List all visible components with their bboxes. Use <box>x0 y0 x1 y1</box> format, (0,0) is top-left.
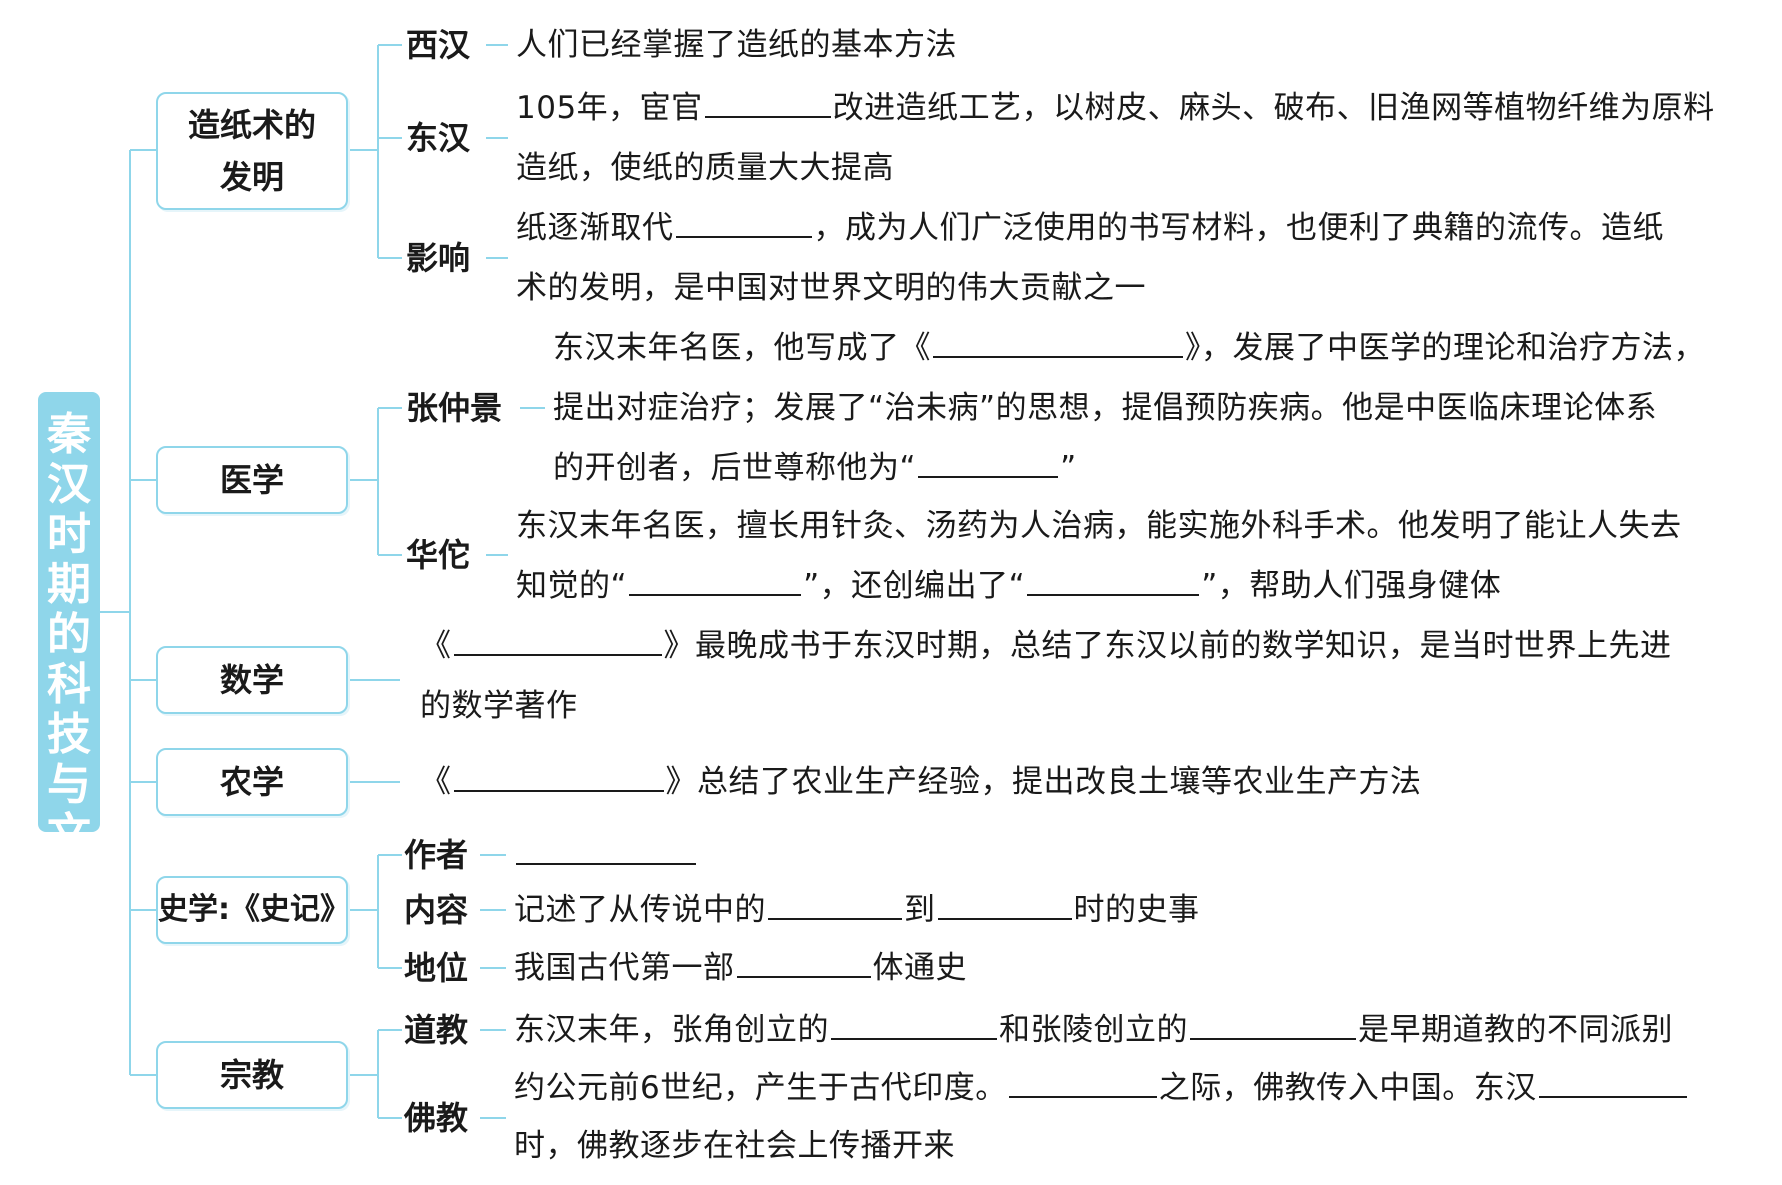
blank-field[interactable] <box>1008 1068 1157 1098</box>
text-hua-line1: 东汉末年名医，擅长用针灸、汤药为人治病，能实施外科手术。他发明了能让人失去 <box>516 508 1682 544</box>
blank-field[interactable] <box>831 1010 997 1040</box>
root-title-char: 与 <box>47 759 91 810</box>
text-segment: 体通史 <box>872 950 967 986</box>
text-zhang-line2: 提出对症治疗；发展了“治未病”的思想，提倡预防疾病。他是中医临床理论体系 <box>553 390 1658 426</box>
text-fo-line2: 时，佛教逐步在社会上传播开来 <box>514 1128 955 1164</box>
text-segment: 时的史事 <box>1073 892 1200 928</box>
root-title-char: 时 <box>47 509 91 560</box>
blank-field[interactable] <box>1190 1010 1356 1040</box>
text-segment: ”，还创编出了“ <box>803 568 1026 604</box>
blank-field[interactable] <box>1538 1068 1687 1098</box>
root-title-char: 文 <box>47 809 91 860</box>
text-author <box>514 835 698 875</box>
text-segment: 到 <box>904 892 936 928</box>
text-donghan-line1: 105年，宦官 改进造纸工艺，以树皮、麻头、破布、旧渔网等植物纤维为原料 <box>516 88 1715 128</box>
text-segment: ”，帮助人们强身健体 <box>1201 568 1502 604</box>
blank-field[interactable] <box>918 448 1059 478</box>
text-segment: 《 <box>420 628 452 664</box>
category-label-line: 造纸术的 <box>187 106 316 144</box>
label-xihan: 西汉 <box>406 26 471 64</box>
blank-field[interactable] <box>736 948 871 978</box>
root-title: 秦汉时期的科技与文化 <box>38 392 100 910</box>
text-zhang-line1: 东汉末年名医，他写成了《 》，发展了中医学的理论和治疗方法， <box>553 328 1705 368</box>
text-segment: 约公元前6世纪，产生于古代印度。 <box>514 1070 1007 1106</box>
blank-field[interactable] <box>453 762 664 792</box>
category-papermaking: 造纸术的发明 <box>156 92 348 210</box>
blank-field[interactable] <box>704 88 831 118</box>
text-dao: 东汉末年，张角创立的 和张陵创立的 是早期道教的不同派别 <box>514 1010 1673 1050</box>
text-segment: 之际，佛教传入中国。东汉 <box>1158 1070 1537 1106</box>
category-religion: 宗教 <box>156 1041 348 1109</box>
blank-field[interactable] <box>1027 566 1200 596</box>
text-segment: ，成为人们广泛使用的书写材料，也便利了典籍的流传。造纸 <box>813 210 1664 246</box>
label-dao: 道教 <box>404 1011 469 1049</box>
label-fo: 佛教 <box>404 1099 469 1137</box>
text-yingxiang-line2: 术的发明，是中国对世界文明的伟大贡献之一 <box>516 270 1146 306</box>
text-yingxiang-line1: 纸逐渐取代 ，成为人们广泛使用的书写材料，也便利了典籍的流传。造纸 <box>516 208 1664 248</box>
text-segment: 》，发展了中医学的理论和治疗方法， <box>1185 330 1705 366</box>
category-label: 造纸术的发明 <box>188 99 316 203</box>
text-segment: ” <box>1060 450 1077 486</box>
text-segment: 东汉末年，张角创立的 <box>514 1012 829 1048</box>
text-segment: 我国古代第一部 <box>514 950 735 986</box>
root-title-char: 的 <box>47 609 91 660</box>
label-author: 作者 <box>404 836 469 874</box>
blank-field[interactable] <box>937 890 1072 920</box>
text-segment: 记述了从传说中的 <box>514 892 766 928</box>
text-segment: 改进造纸工艺，以树皮、麻头、破布、旧渔网等植物纤维为原料 <box>832 90 1715 126</box>
category-math: 数学 <box>156 646 348 714</box>
text-donghan-line2: 造纸，使纸的质量大大提高 <box>516 150 894 186</box>
text-status: 我国古代第一部 体通史 <box>514 948 967 988</box>
text-segment: 》总结了农业生产经验，提出改良土壤等农业生产方法 <box>665 764 1422 800</box>
text-segment: 和张陵创立的 <box>999 1012 1188 1048</box>
text-math-line1: 《 》最晚成书于东汉时期，总结了东汉以前的数学知识，是当时世界上先进 <box>420 626 1672 666</box>
text-segment: 东汉末年名医，他写成了《 <box>553 330 931 366</box>
blank-field[interactable] <box>629 566 802 596</box>
root-title-char: 化 <box>47 859 91 910</box>
text-content: 记述了从传说中的 到 时的史事 <box>514 890 1200 930</box>
text-fo-line1: 约公元前6世纪，产生于古代印度。 之际，佛教传入中国。东汉 <box>514 1068 1689 1108</box>
category-agri: 农学 <box>156 748 348 816</box>
category-history: 史学:《史记》 <box>156 876 350 944</box>
root-title-char: 秦 <box>47 409 91 460</box>
text-segment: 知觉的“ <box>516 568 628 604</box>
root-title-char: 科 <box>47 659 91 710</box>
text-segment: 105年，宦官 <box>516 90 703 126</box>
text-zhang-line3: 的开创者，后世尊称他为“ ” <box>553 448 1077 488</box>
blank-field[interactable] <box>516 835 696 865</box>
text-agri: 《 》总结了农业生产经验，提出改良土壤等农业生产方法 <box>420 762 1422 802</box>
label-yingxiang: 影响 <box>406 239 471 277</box>
category-label-line: 发明 <box>219 158 284 196</box>
text-segment: 《 <box>420 764 452 800</box>
text-segment: 》最晚成书于东汉时期，总结了东汉以前的数学知识，是当时世界上先进 <box>663 628 1672 664</box>
root-title-char: 期 <box>47 559 91 610</box>
text-segment: 的开创者，后世尊称他为“ <box>553 450 917 486</box>
label-status: 地位 <box>404 949 469 987</box>
blank-field[interactable] <box>675 208 812 238</box>
category-medicine: 医学 <box>156 446 348 514</box>
text-hua-line2: 知觉的“ ”，还创编出了“ ”，帮助人们强身健体 <box>516 566 1501 606</box>
label-donghan: 东汉 <box>406 119 471 157</box>
text-segment: 纸逐渐取代 <box>516 210 674 246</box>
root-title-char: 技 <box>47 709 91 760</box>
label-hua: 华佗 <box>406 536 471 574</box>
text-math-line2: 的数学著作 <box>420 688 578 724</box>
text-segment: 是早期道教的不同派别 <box>1358 1012 1673 1048</box>
root-title-char: 汉 <box>47 459 91 510</box>
blank-field[interactable] <box>768 890 902 920</box>
label-content: 内容 <box>404 891 469 929</box>
blank-field[interactable] <box>933 328 1183 358</box>
blank-field[interactable] <box>453 626 662 656</box>
text-xihan: 人们已经掌握了造纸的基本方法 <box>516 27 957 63</box>
label-zhang: 张仲景 <box>406 389 503 427</box>
